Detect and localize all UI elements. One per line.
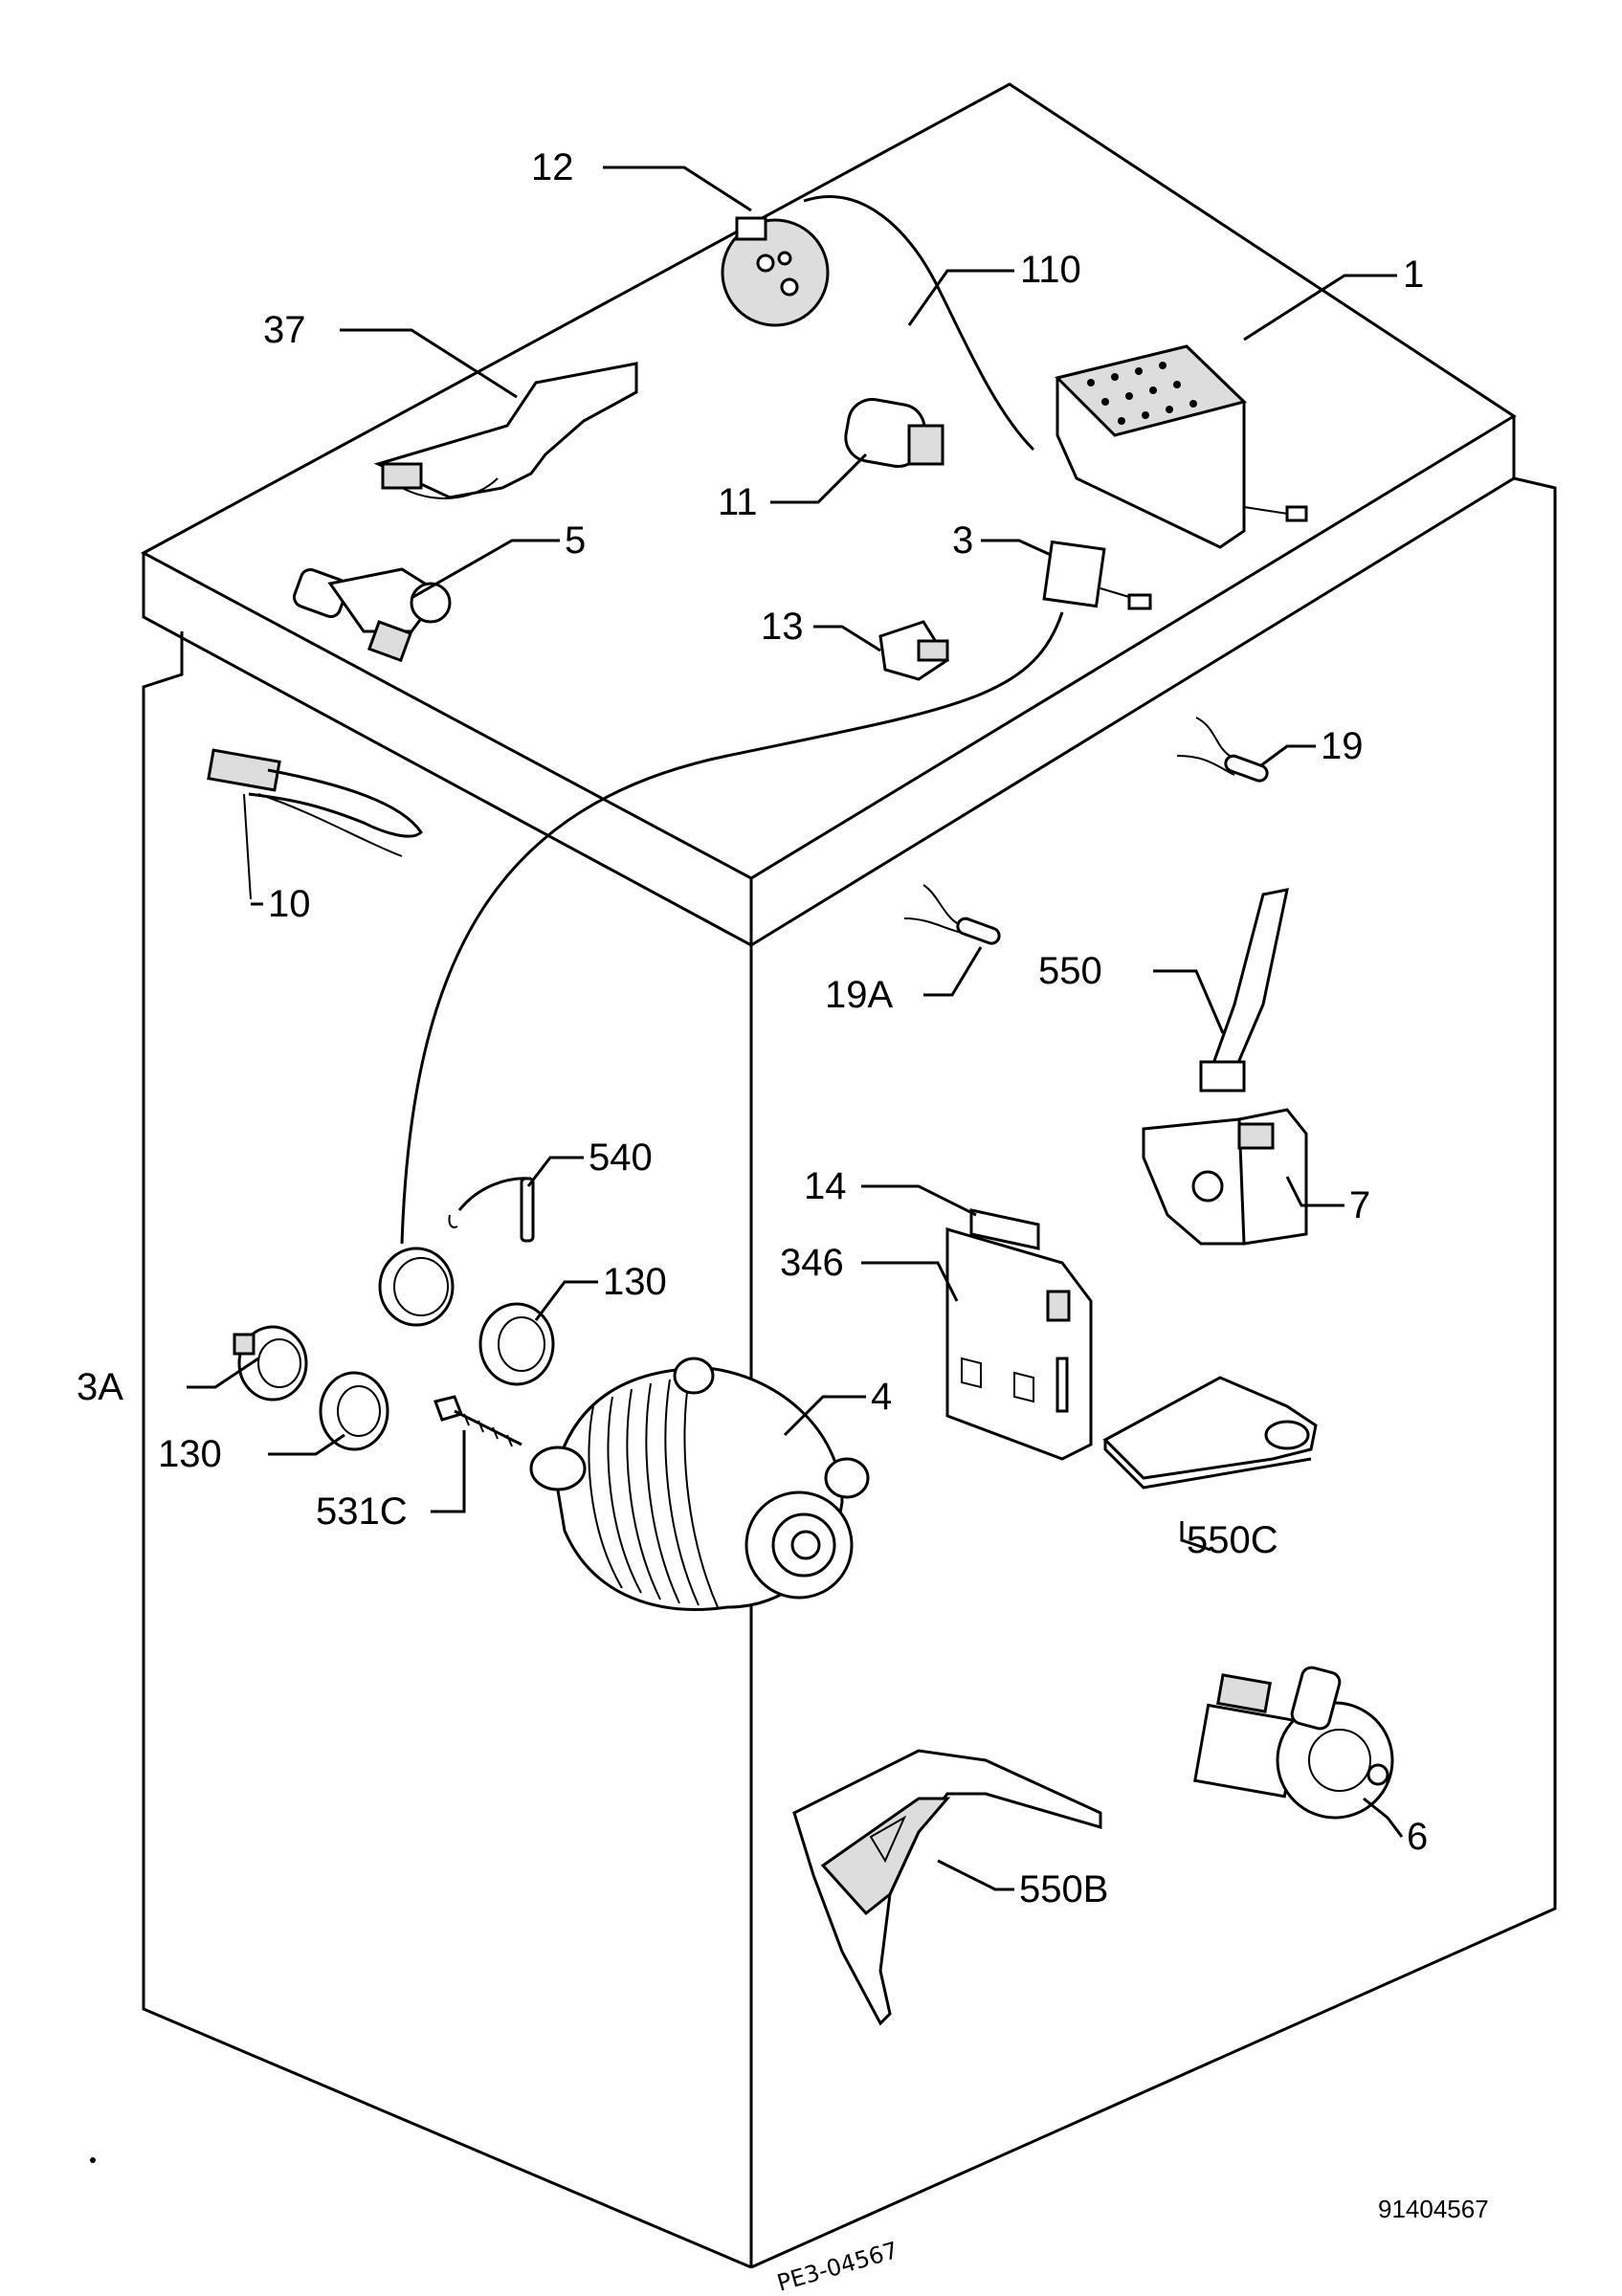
cabinet-top bbox=[140, 82, 1517, 880]
label-7: 7 bbox=[1349, 1184, 1370, 1226]
part-labels: 1 110 12 37 5 11 3 13 19 10 19A 550 7 54… bbox=[77, 146, 1428, 1910]
part-550c-plate bbox=[1102, 1376, 1318, 1490]
label-19a: 19A bbox=[825, 974, 893, 1016]
label-11: 11 bbox=[718, 481, 758, 523]
label-550b: 550B bbox=[1019, 1868, 1108, 1910]
part-540-clip bbox=[448, 1177, 535, 1243]
label-6: 6 bbox=[1407, 1816, 1428, 1858]
label-14: 14 bbox=[804, 1165, 847, 1207]
part-550-lever bbox=[1199, 888, 1289, 1093]
label-19: 19 bbox=[1321, 725, 1364, 767]
part-130-grommet-right bbox=[478, 1302, 555, 1386]
label-110: 110 bbox=[1020, 249, 1081, 291]
label-130-left: 130 bbox=[158, 1433, 222, 1475]
part-130-grommet-left bbox=[319, 1371, 389, 1451]
label-130-right: 130 bbox=[603, 1261, 667, 1303]
part-550b-cover bbox=[792, 1749, 1102, 2026]
label-346: 346 bbox=[780, 1242, 844, 1284]
part-1-timer bbox=[1055, 344, 1308, 549]
part-10-heater bbox=[207, 748, 423, 900]
label-3a: 3A bbox=[77, 1366, 123, 1408]
part-3a-thermal-fuse bbox=[233, 1325, 308, 1402]
part-grommet-upper bbox=[378, 1247, 455, 1327]
label-550: 550 bbox=[1038, 950, 1102, 992]
part-14-346-module bbox=[945, 1208, 1093, 1461]
label-5: 5 bbox=[565, 519, 586, 562]
label-1: 1 bbox=[1403, 254, 1424, 296]
label-550c: 550C bbox=[1187, 1519, 1278, 1561]
part-19-sensor bbox=[1176, 717, 1269, 783]
drawing-code: PE3-04567 bbox=[774, 2237, 901, 2296]
part-3-selector bbox=[1042, 540, 1152, 610]
document-number: 91404567 bbox=[1378, 2195, 1489, 2223]
leader-lines bbox=[187, 166, 1404, 1891]
part-5-valve bbox=[292, 567, 452, 663]
part-7-module bbox=[1142, 1108, 1308, 1246]
part-19a-sensor bbox=[903, 884, 1001, 945]
label-3: 3 bbox=[952, 519, 973, 562]
label-540: 540 bbox=[589, 1137, 653, 1179]
part-12-pressure-switch bbox=[721, 216, 830, 327]
selector-cable bbox=[400, 611, 1064, 1245]
label-10: 10 bbox=[268, 883, 311, 925]
label-37: 37 bbox=[263, 309, 306, 351]
part-11-capacitor bbox=[844, 398, 944, 468]
label-12: 12 bbox=[531, 146, 574, 188]
label-531c: 531C bbox=[316, 1490, 408, 1533]
label-4: 4 bbox=[871, 1376, 892, 1418]
part-110-hose bbox=[803, 195, 1035, 452]
part-13-switch bbox=[878, 620, 950, 681]
stray-dot bbox=[90, 2157, 96, 2163]
label-13: 13 bbox=[761, 606, 804, 648]
part-531c-screw bbox=[433, 1395, 522, 1447]
part-37-board bbox=[373, 362, 638, 499]
part-4-motor bbox=[529, 1357, 870, 1611]
part-6-drain-pump bbox=[1193, 1666, 1394, 1820]
